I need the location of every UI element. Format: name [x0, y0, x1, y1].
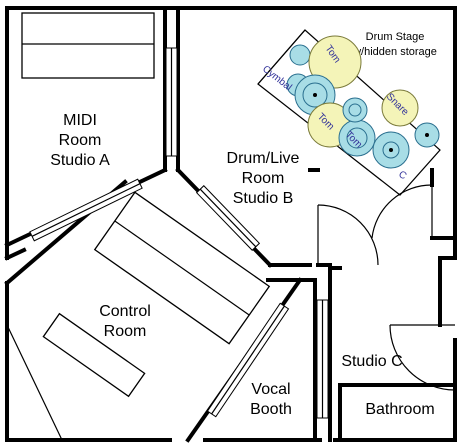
- drum-room-door-left: [317, 204, 379, 266]
- drum-stage-sublabel: w/hidden storage: [352, 46, 437, 58]
- drum-stage: Drum Stage w/hidden storage Tom Cymbal T…: [257, 29, 441, 196]
- drum-kit: [286, 35, 440, 169]
- drum-room-label-2: Room: [242, 170, 285, 187]
- midi-desk: [21, 12, 155, 79]
- control-corner-line: [6, 324, 63, 441]
- bathroom-label: Bathroom: [365, 401, 434, 418]
- midi-room-label-3: Studio A: [50, 152, 110, 169]
- control-drum-window: [195, 185, 261, 251]
- control-room-label-1: Control: [99, 303, 151, 320]
- furniture: [6, 12, 271, 441]
- hihat: [342, 97, 368, 123]
- tom-top: [308, 35, 362, 89]
- midi-room-label-2: Room: [59, 132, 102, 149]
- cymbal-c-label: C: [397, 169, 409, 182]
- windows: [29, 47, 329, 419]
- studio-c-label: Studio C: [341, 353, 402, 370]
- vocal-booth-label-2: Booth: [250, 401, 292, 418]
- control-midi-window: [29, 178, 143, 242]
- snare: [381, 89, 419, 127]
- drum-room-label-3: Studio B: [233, 190, 293, 207]
- control-desk-small: [42, 312, 146, 398]
- control-console: [93, 191, 271, 345]
- doors: [317, 184, 456, 391]
- room-labels: MIDI Room Studio A Drum/Live Room Studio…: [50, 112, 434, 418]
- cymbal-1: [289, 44, 311, 66]
- drum-room-door-right: [371, 184, 433, 239]
- control-room-label-2: Room: [104, 323, 147, 340]
- midi-room-label-1: MIDI: [63, 112, 97, 129]
- control-vocal-window: [206, 302, 290, 418]
- studio-c-door: [389, 324, 456, 391]
- drum-stage-label: Drum Stage: [366, 31, 425, 43]
- drum-room-label-1: Drum/Live: [227, 150, 300, 167]
- vocal-booth-label-1: Vocal: [251, 381, 290, 398]
